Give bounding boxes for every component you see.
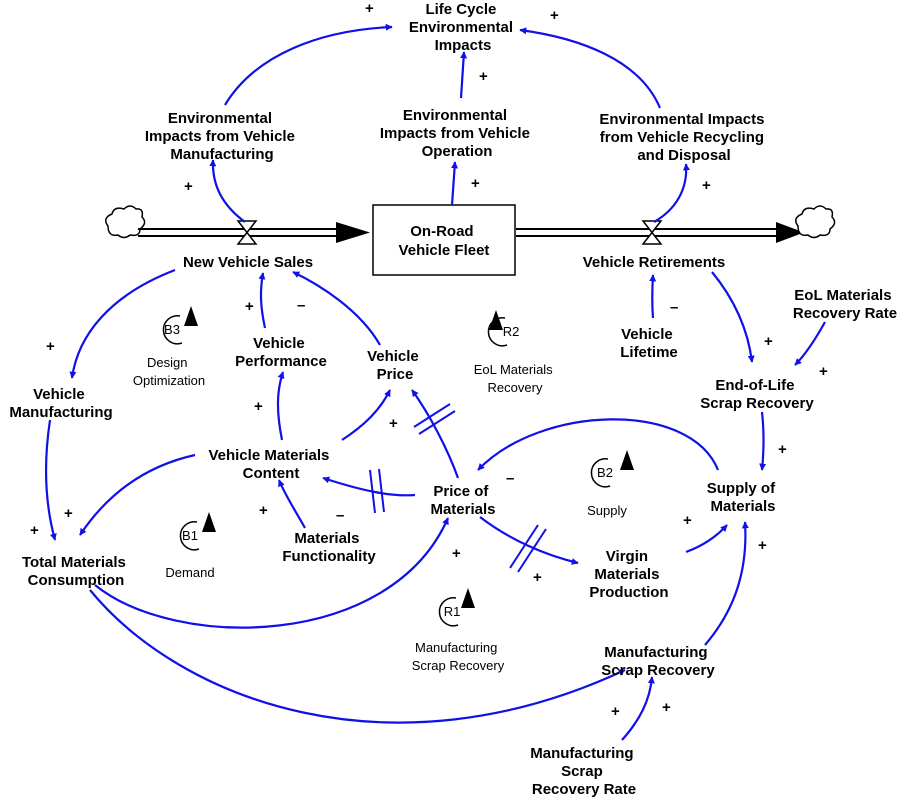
var-virgin-materials-production: Virgin Materials Production <box>589 548 668 601</box>
var-vehicle-performance: Vehicle Performance <box>235 335 327 370</box>
polarity-positive: + <box>533 569 542 586</box>
polarity-positive: + <box>184 178 193 195</box>
polarity-positive: + <box>46 338 55 355</box>
polarity-positive: + <box>254 398 263 415</box>
polarity-negative: – <box>506 470 514 487</box>
stock-box <box>372 204 516 276</box>
var-materials-functionality: Materials Functionality <box>282 530 376 565</box>
loop-r2: R2 EoL Materials Recovery <box>474 310 557 395</box>
var-vehicle-retirements: Vehicle Retirements <box>583 254 726 271</box>
loop-r1: R1 Manufacturing Scrap Recovery <box>412 588 505 673</box>
var-manufacturing-scrap-recovery: Manufacturing Scrap Recovery <box>601 644 715 679</box>
polarity-positive: + <box>778 441 787 458</box>
var-vehicle-price: Vehicle Price <box>367 348 423 383</box>
var-env-impacts-operation: Environmental Impacts from Vehicle Opera… <box>380 107 534 160</box>
loop-id: B1 <box>182 528 198 543</box>
polarity-positive: + <box>479 68 488 85</box>
var-env-impacts-recycling: Environmental Impacts from Vehicle Recyc… <box>599 111 768 164</box>
polarity-positive: + <box>245 298 254 315</box>
valve-icon <box>641 220 663 245</box>
polarity-positive: + <box>471 175 480 192</box>
var-price-of-materials: Price of Materials <box>430 483 495 518</box>
var-supply-of-materials: Supply of Materials <box>707 480 780 515</box>
loop-name: Manufacturing Scrap Recovery <box>412 640 505 673</box>
var-life-cycle-impacts: Life Cycle Environmental Impacts <box>409 1 517 54</box>
polarity-negative: – <box>336 507 344 524</box>
var-total-materials-consumption: Total Materials Consumption <box>22 554 130 589</box>
loop-name: EoL Materials Recovery <box>474 362 557 395</box>
polarity-positive: + <box>758 537 767 554</box>
valve-icon <box>236 220 258 245</box>
var-env-impacts-manufacturing: Environmental Impacts from Vehicle Manuf… <box>145 110 299 163</box>
loop-name: Supply <box>587 503 627 518</box>
cloud-sink-icon <box>795 205 836 239</box>
polarity-positive: + <box>764 333 773 350</box>
loop-direction-icon <box>489 310 503 330</box>
cloud-source-icon <box>105 205 146 239</box>
loop-id: B3 <box>164 322 180 337</box>
polarity-positive: + <box>819 363 828 380</box>
loop-name: Demand <box>165 565 214 580</box>
var-manufacturing-scrap-rate: Manufacturing Scrap Recovery Rate <box>530 745 638 798</box>
loop-direction-icon <box>620 450 634 470</box>
loop-direction-icon <box>461 588 475 608</box>
polarity-positive: + <box>64 505 73 522</box>
polarity-positive: + <box>30 522 39 539</box>
loop-id: R1 <box>444 604 461 619</box>
loop-id: R2 <box>503 324 520 339</box>
var-eol-scrap-recovery: End-of-Life Scrap Recovery <box>700 377 814 412</box>
polarity-positive: + <box>452 545 461 562</box>
polarity-positive: + <box>259 502 268 519</box>
loop-b3: B3 Design Optimization <box>133 306 205 388</box>
polarity-negative: – <box>670 299 678 316</box>
polarity-positive: + <box>662 699 671 716</box>
stock-label: On-Road Vehicle Fleet <box>399 223 490 259</box>
loop-name: Design Optimization <box>133 355 205 388</box>
polarity-positive: + <box>702 177 711 194</box>
polarity-positive: + <box>683 512 692 529</box>
polarity-signs: + + + + + + + – – + + + + + + – – + + + … <box>30 0 828 720</box>
flow-pipes <box>105 205 836 245</box>
loop-b2: B2 Supply <box>587 450 634 518</box>
loop-direction-icon <box>202 512 216 532</box>
polarity-positive: + <box>611 703 620 720</box>
var-vehicle-lifetime: Vehicle Lifetime <box>620 326 678 361</box>
var-new-vehicle-sales: New Vehicle Sales <box>183 254 313 271</box>
polarity-positive: + <box>365 0 374 17</box>
var-vehicle-materials-content: Vehicle Materials Content <box>208 447 333 482</box>
loop-b1: B1 Demand <box>165 512 216 580</box>
var-eol-recovery-rate: EoL Materials Recovery Rate <box>793 287 897 322</box>
loop-direction-icon <box>184 306 198 326</box>
polarity-positive: + <box>389 415 398 432</box>
delay-marks <box>369 403 547 573</box>
var-vehicle-manufacturing: Vehicle Manufacturing <box>9 386 112 421</box>
polarity-positive: + <box>550 7 559 24</box>
polarity-negative: – <box>297 297 305 314</box>
loop-id: B2 <box>597 465 613 480</box>
causal-links <box>44 23 826 741</box>
